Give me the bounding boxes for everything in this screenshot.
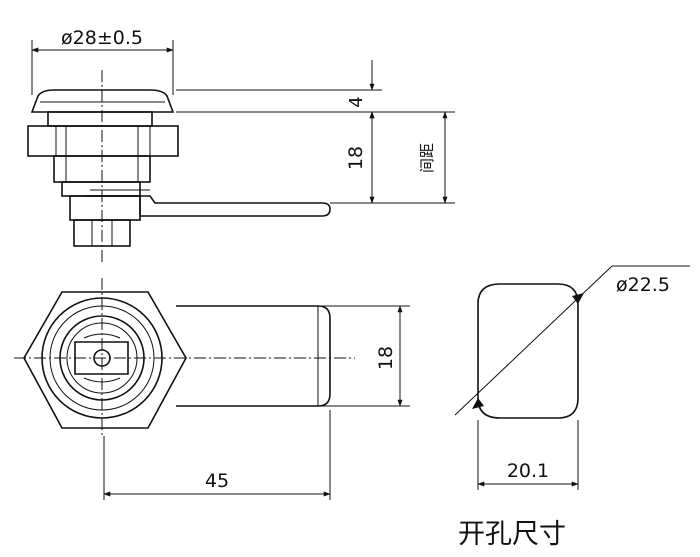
front-view — [27, 70, 331, 262]
cam-width-label: 18 — [375, 346, 397, 370]
cutout-width-label: 20.1 — [507, 460, 549, 482]
flange-height-label: 4 — [346, 96, 367, 107]
hex-nut — [27, 125, 179, 157]
front-view-dimensions: ø28±0.5 4 18 间距 — [31, 27, 455, 204]
top-view-dimensions: 18 45 — [103, 305, 410, 500]
cam-length-label: 45 — [205, 470, 229, 492]
cam-tongue — [176, 305, 331, 407]
cutout-caption: 开孔尺寸 — [458, 519, 566, 550]
spacing-label: 间距 — [418, 143, 436, 173]
cutout-view: ø22.5 20.1 开孔尺寸 — [454, 265, 690, 550]
diameter-label: ø28±0.5 — [61, 27, 143, 49]
cutout-shape — [477, 283, 579, 419]
cutout-diameter-label: ø22.5 — [616, 274, 670, 296]
cam-arm — [84, 195, 331, 217]
lock-cap — [30, 89, 175, 113]
thread-length-label: 18 — [345, 146, 367, 170]
top-view — [14, 278, 355, 438]
lock-body-upper — [47, 111, 153, 127]
